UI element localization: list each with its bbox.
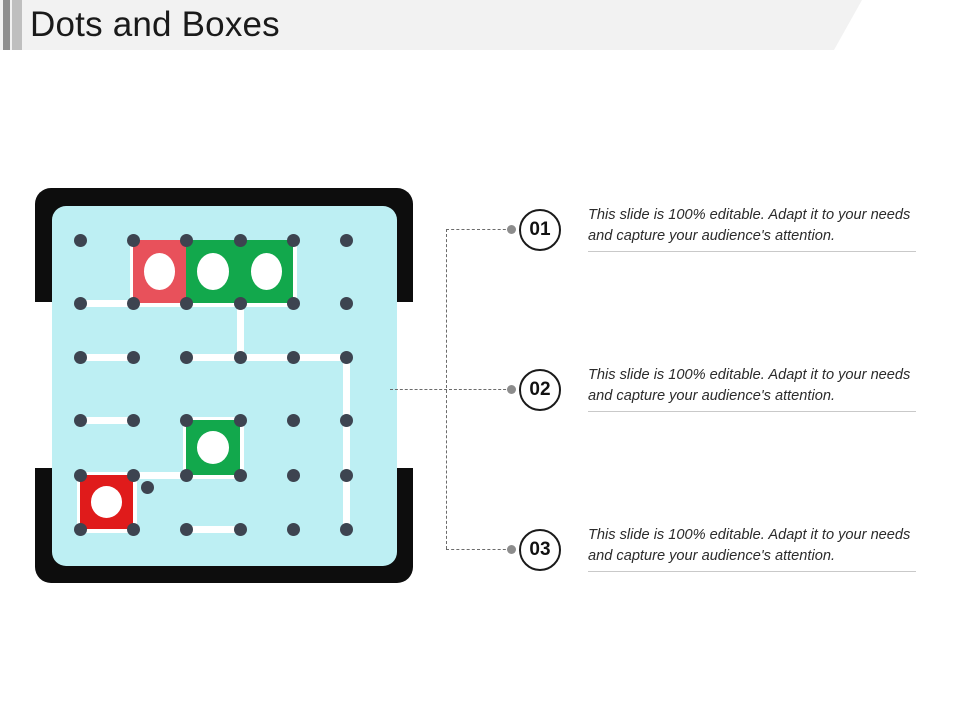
grid-dot[interactable] (286, 522, 300, 536)
grid-edge-horizontal[interactable] (186, 525, 240, 533)
claimed-box-green (240, 240, 293, 303)
page-title: Dots and Boxes (30, 5, 280, 44)
header-accent-bar-dark (3, 0, 10, 50)
bullet-item-body: This slide is 100% editable. Adapt it to… (588, 365, 919, 413)
claimed-box-green (186, 420, 240, 475)
grid-edge-horizontal[interactable] (240, 353, 293, 361)
step-number-badge: 01 (519, 209, 561, 251)
bullet-item-body: This slide is 100% editable. Adapt it to… (588, 525, 919, 573)
header-accent-bar-light (12, 0, 22, 50)
box-owner-pip (250, 252, 283, 291)
grid-edge-horizontal[interactable] (186, 299, 240, 307)
grid-dot[interactable] (233, 413, 247, 427)
grid-edge-horizontal[interactable] (80, 416, 133, 424)
grid-dot[interactable] (179, 296, 193, 310)
connector-node-02 (506, 384, 516, 394)
grid-edge-horizontal[interactable] (133, 299, 186, 307)
grid-dot[interactable] (73, 350, 87, 364)
bullet-item-body: This slide is 100% editable. Adapt it to… (588, 205, 919, 253)
grid-dot[interactable] (286, 468, 300, 482)
box-owner-pip (143, 252, 176, 291)
grid-dot[interactable] (126, 233, 140, 247)
grid-dot[interactable] (126, 350, 140, 364)
grid-dot[interactable] (233, 468, 247, 482)
step-number-badge: 03 (519, 529, 561, 571)
grid-dot[interactable] (339, 296, 353, 310)
claimed-box-green (186, 240, 240, 303)
connector-branch-01 (446, 229, 511, 230)
grid-dot[interactable] (73, 468, 87, 482)
bullet-item-text: This slide is 100% editable. Adapt it to… (588, 527, 911, 564)
grid-edge-horizontal[interactable] (133, 471, 186, 479)
grid-dot[interactable] (126, 413, 140, 427)
grid-dot[interactable] (233, 296, 247, 310)
grid-dot[interactable] (179, 350, 193, 364)
box-owner-pip (90, 485, 123, 519)
grid-edge-horizontal[interactable] (240, 299, 293, 307)
box-owner-pip (196, 252, 230, 291)
connector-branch-03 (446, 549, 511, 550)
grid-edge-horizontal[interactable] (293, 353, 346, 361)
connector-node-01 (506, 224, 516, 234)
grid-dot[interactable] (339, 350, 353, 364)
grid-dot-offset[interactable] (140, 480, 154, 494)
grid-dot[interactable] (233, 522, 247, 536)
step-number-badge: 02 (519, 369, 561, 411)
grid-dot[interactable] (73, 522, 87, 536)
grid-dot[interactable] (179, 522, 193, 536)
grid-dot[interactable] (126, 296, 140, 310)
grid-dot[interactable] (339, 233, 353, 247)
grid-dot[interactable] (286, 350, 300, 364)
grid-dot[interactable] (339, 413, 353, 427)
bullet-item-text: This slide is 100% editable. Adapt it to… (588, 367, 911, 404)
box-owner-pip (196, 431, 230, 464)
connector-node-03 (506, 544, 516, 554)
bullet-item-underline (588, 411, 916, 413)
grid-dot[interactable] (286, 413, 300, 427)
grid-dot[interactable] (339, 468, 353, 482)
header-band (0, 0, 960, 50)
grid-dot[interactable] (126, 468, 140, 482)
grid-dot[interactable] (179, 233, 193, 247)
connector-branch-02 (390, 389, 511, 390)
grid-edge-vertical[interactable] (289, 240, 297, 303)
bullet-item-underline (588, 571, 916, 573)
grid-edge-vertical[interactable] (236, 303, 244, 357)
grid-edge-horizontal[interactable] (80, 353, 133, 361)
grid-dot[interactable] (286, 233, 300, 247)
grid-edge-horizontal[interactable] (80, 299, 133, 307)
grid-edge-horizontal[interactable] (186, 353, 240, 361)
grid-dot[interactable] (126, 522, 140, 536)
grid-dot[interactable] (73, 233, 87, 247)
grid-edge-vertical[interactable] (342, 357, 350, 529)
grid-dot[interactable] (339, 522, 353, 536)
grid-dot[interactable] (233, 233, 247, 247)
grid-edge-horizontal[interactable] (80, 525, 133, 533)
grid-dot[interactable] (179, 468, 193, 482)
claimed-box-red (80, 475, 133, 529)
bullet-item-underline (588, 251, 916, 253)
grid-dot[interactable] (233, 350, 247, 364)
grid-dot[interactable] (179, 413, 193, 427)
grid-dot[interactable] (73, 296, 87, 310)
grid-edge-vertical[interactable] (129, 475, 137, 529)
grid-dot[interactable] (73, 413, 87, 427)
bullet-item-text: This slide is 100% editable. Adapt it to… (588, 207, 911, 244)
grid-edge-vertical[interactable] (236, 420, 244, 475)
claimed-box-red (133, 240, 186, 303)
grid-edge-horizontal[interactable] (186, 471, 240, 479)
grid-dot[interactable] (286, 296, 300, 310)
dots-and-boxes-board[interactable] (52, 206, 397, 566)
